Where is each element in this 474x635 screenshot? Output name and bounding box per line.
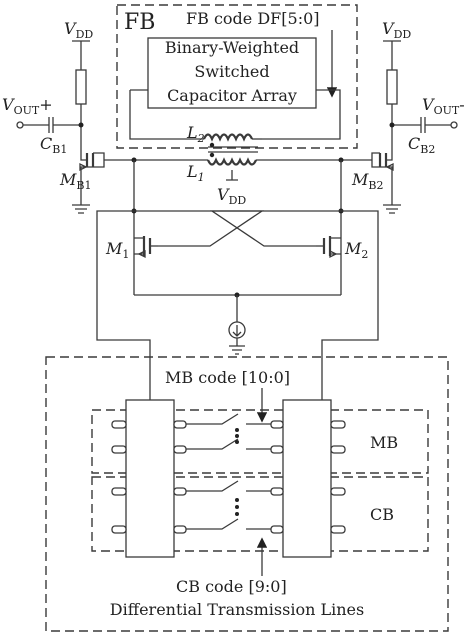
m2-label: M2	[344, 239, 368, 261]
left-stubs	[111, 420, 127, 534]
mb-switches	[186, 413, 271, 450]
mb-section	[91, 409, 429, 474]
mb1-transistor	[72, 148, 105, 214]
array-left-wire	[129, 89, 204, 140]
mb-section-label: MB	[370, 433, 398, 452]
array-line-3: Capacitor Array	[167, 86, 297, 105]
right-tline-box	[282, 399, 332, 558]
l2-label: L2	[186, 123, 205, 145]
l2-coil	[202, 133, 254, 142]
right-tl-feed	[321, 210, 379, 400]
tline-caption: Differential Transmission Lines	[110, 600, 364, 619]
capacitor-array-box	[147, 37, 317, 109]
cb-section-label: CB	[370, 505, 394, 524]
bias-resistor-right	[386, 69, 398, 105]
mb1-ground	[72, 204, 90, 214]
cb-switches	[186, 480, 271, 530]
vdd-center-label: VDD	[217, 185, 246, 207]
right-stubs	[330, 420, 346, 534]
fb-title: FB	[124, 10, 155, 35]
mb-code-label: MB code [10:0]	[165, 368, 290, 387]
vout-minus-terminal	[450, 121, 458, 129]
cross-wire-a	[134, 210, 265, 247]
inner-stubs	[173, 420, 284, 534]
fb-code-label: FB code DF[5:0]	[186, 9, 320, 28]
cross-wire-b	[209, 210, 341, 247]
tline-block-boundary	[45, 356, 449, 632]
mb2-transistor	[371, 148, 401, 214]
cb2-capacitor	[392, 117, 451, 133]
array-line-1: Binary-Weighted	[165, 38, 299, 57]
m1-label: M1	[105, 239, 129, 261]
bias-resistor-left	[75, 69, 87, 105]
l2-polarity-dot	[209, 142, 215, 148]
m1-transistor	[134, 236, 158, 259]
vdd-right-label: VDD	[382, 19, 411, 41]
mb2-label: MB2	[351, 170, 383, 192]
l1-coil	[206, 157, 258, 166]
l1-label: L1	[186, 162, 205, 184]
array-line-2: Switched	[194, 62, 269, 81]
vdd-left-rail	[72, 40, 90, 70]
left-tl-feed	[96, 210, 151, 400]
cb1-capacitor	[23, 117, 81, 133]
cb2-label: CB2	[408, 134, 435, 156]
left-tline-box	[125, 399, 175, 558]
tail-current-source	[228, 321, 246, 355]
cb-section	[91, 476, 429, 552]
fb-block-boundary	[116, 4, 358, 149]
m2-transistor	[316, 236, 341, 259]
tail-ground	[229, 338, 245, 355]
vout-minus-label: VOUT-	[422, 95, 465, 117]
l1-center-tap	[226, 170, 238, 181]
array-right-wire	[262, 89, 341, 140]
vout-plus-terminal	[16, 121, 24, 129]
transformer	[202, 133, 262, 181]
cb-code-label: CB code [9:0]	[176, 577, 287, 596]
vdd-left-label: VDD	[64, 19, 93, 41]
vdd-right-rail	[383, 40, 401, 70]
l1-polarity-dot	[209, 152, 215, 158]
cb1-label: CB1	[40, 134, 67, 156]
mb2-ground	[383, 204, 401, 214]
vout-plus-label: VOUT+	[2, 95, 53, 117]
mb1-label: MB1	[59, 170, 91, 192]
